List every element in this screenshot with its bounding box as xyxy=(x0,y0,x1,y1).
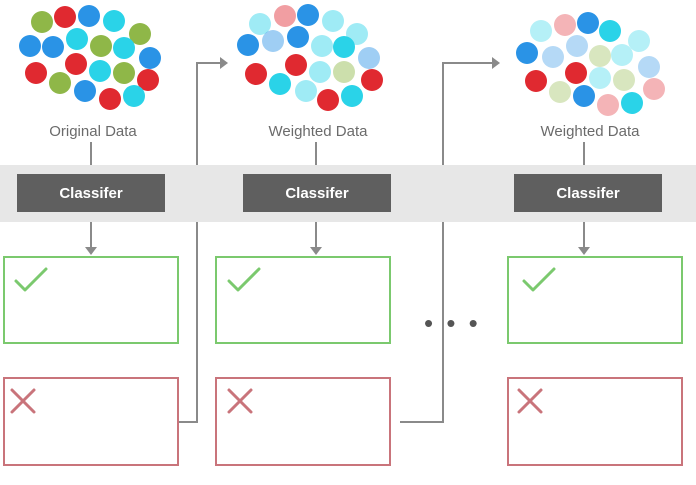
cluster-3-point xyxy=(621,92,643,114)
feedback-arrow-2 xyxy=(400,62,492,423)
stage-1-wrong-box xyxy=(3,377,179,466)
stage-2-wrong-box xyxy=(215,377,391,466)
stage-2-correct-box xyxy=(215,256,391,344)
stage-3-correct-box xyxy=(507,256,683,344)
cluster-1-point xyxy=(123,85,145,107)
arrow-head xyxy=(310,247,322,255)
cluster-3-point xyxy=(589,45,611,67)
cluster-1-point xyxy=(129,23,151,45)
cluster-2-point xyxy=(311,35,333,57)
stage-2-label: Weighted Data xyxy=(268,123,368,140)
cluster-2-point xyxy=(245,63,267,85)
cluster-3-point xyxy=(566,35,588,57)
cluster-2-point xyxy=(237,34,259,56)
ellipsis: • • • xyxy=(424,308,481,338)
cluster-1-point xyxy=(113,37,135,59)
cluster-1-point xyxy=(139,47,161,69)
cluster-2-point xyxy=(297,4,319,26)
stage-1-correct-box xyxy=(3,256,179,344)
cluster-3-point xyxy=(549,81,571,103)
cluster-3-point xyxy=(554,14,576,36)
cluster-1-point xyxy=(78,5,100,27)
cluster-2-point xyxy=(295,80,317,102)
cluster-3-point xyxy=(638,56,660,78)
stage-1-classifier: Classifer xyxy=(17,174,165,212)
cluster-2-point xyxy=(341,85,363,107)
cluster-3-point xyxy=(643,78,665,100)
data-clusters xyxy=(19,4,665,116)
stage-3-classifier: Classifer xyxy=(514,174,662,212)
cluster-3-point xyxy=(530,20,552,42)
cluster-2-point xyxy=(322,10,344,32)
cluster-2-point xyxy=(262,30,284,52)
cluster-2-point xyxy=(249,13,271,35)
cluster-2-point xyxy=(358,47,380,69)
cluster-2-point xyxy=(333,61,355,83)
cluster-3-point xyxy=(565,62,587,84)
arrows xyxy=(85,57,590,423)
cluster-3-point xyxy=(599,20,621,42)
cluster-1-point xyxy=(25,62,47,84)
cluster-3-point xyxy=(597,94,619,116)
cluster-1-point xyxy=(65,53,87,75)
cluster-2-point xyxy=(269,73,291,95)
stage-3-label: Weighted Data xyxy=(540,123,640,140)
cluster-3-point xyxy=(611,44,633,66)
cluster-2-point xyxy=(317,89,339,111)
cluster-2-point xyxy=(333,36,355,58)
cluster-1-point xyxy=(137,69,159,91)
cluster-1-point xyxy=(19,35,41,57)
cluster-3-point xyxy=(516,42,538,64)
cluster-3-point xyxy=(613,69,635,91)
cluster-1-point xyxy=(113,62,135,84)
cluster-1-point xyxy=(49,72,71,94)
feedback-arrow-1 xyxy=(179,62,220,423)
cluster-3-point xyxy=(573,85,595,107)
cluster-1-point xyxy=(54,6,76,28)
stage-3-wrong-box xyxy=(507,377,683,466)
cluster-1-point xyxy=(99,88,121,110)
cluster-2-point xyxy=(361,69,383,91)
cluster-3-point xyxy=(589,67,611,89)
feedback-arrow-1-head xyxy=(220,57,228,69)
cluster-1-point xyxy=(74,80,96,102)
feedback-arrow-2-head xyxy=(492,57,500,69)
arrow-head xyxy=(85,247,97,255)
cluster-1-point xyxy=(89,60,111,82)
cluster-2-point xyxy=(285,54,307,76)
cluster-3-point xyxy=(577,12,599,34)
cluster-1-point xyxy=(31,11,53,33)
cluster-1-point xyxy=(66,28,88,50)
cluster-3-point xyxy=(525,70,547,92)
arrow-head xyxy=(578,247,590,255)
cluster-3-point xyxy=(628,30,650,52)
cluster-3-point xyxy=(542,46,564,68)
stage-2-classifier: Classifer xyxy=(243,174,391,212)
cluster-1-point xyxy=(42,36,64,58)
cluster-1-point xyxy=(103,10,125,32)
stage-1-label: Original Data xyxy=(49,123,137,140)
cluster-1-point xyxy=(90,35,112,57)
cluster-2-point xyxy=(309,61,331,83)
cluster-2-point xyxy=(287,26,309,48)
cluster-2-point xyxy=(274,5,296,27)
